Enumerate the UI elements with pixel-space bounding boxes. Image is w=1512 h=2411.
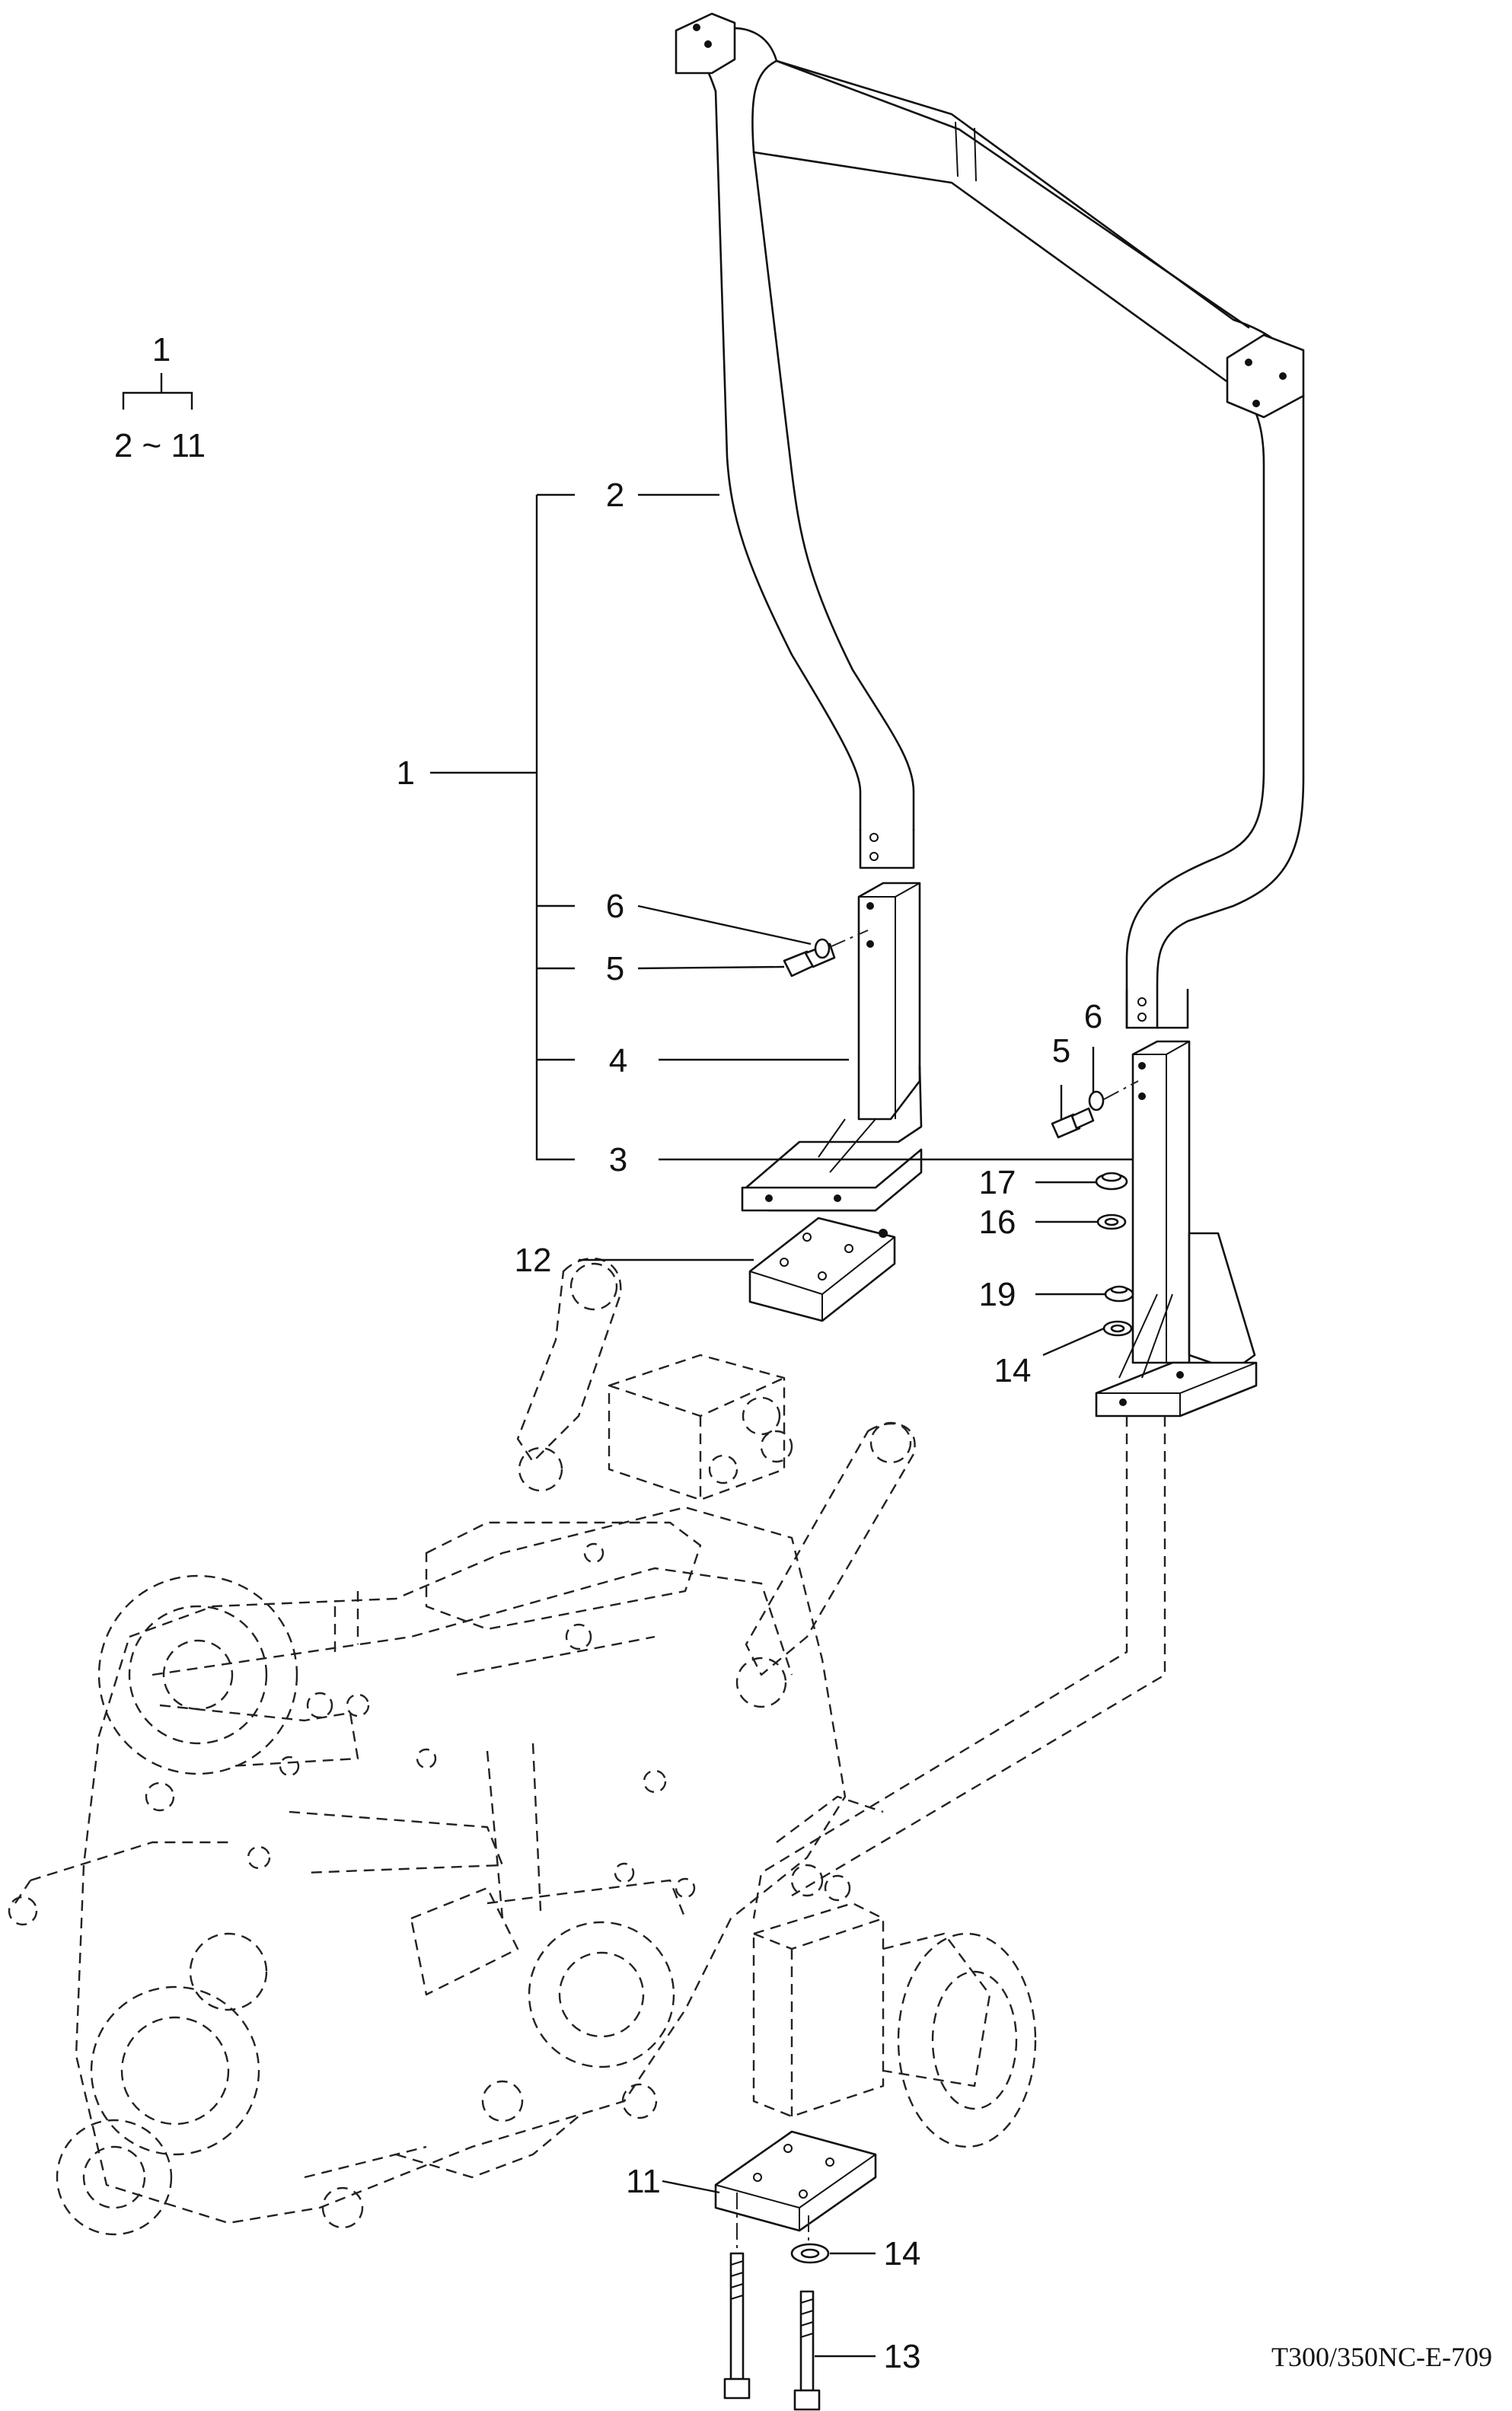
- mounting-bolts-13: [723, 2243, 830, 2411]
- callout-13: 13: [884, 2338, 921, 2375]
- left-stanchion: [741, 882, 923, 1212]
- assembly-note: 1 2 ~ 11: [114, 331, 206, 464]
- callout-14-upper: 14: [994, 1352, 1032, 1389]
- callout-17: 17: [979, 1164, 1016, 1201]
- callout-16: 16: [979, 1204, 1016, 1241]
- callout-5-left: 5: [606, 950, 624, 987]
- drawing-code: T300/350NC-E-709: [1271, 2342, 1492, 2372]
- leader-lines: [430, 493, 1133, 2358]
- right-stanchion: [1095, 1040, 1258, 1418]
- assembly-note-parent: 1: [152, 331, 171, 368]
- callout-6-left: 6: [606, 888, 624, 925]
- hardware-stack: [1095, 1172, 1134, 1337]
- callout-5-right: 5: [1052, 1032, 1070, 1070]
- callout-12: 12: [515, 1242, 552, 1279]
- bolt-washer-right: [1051, 1080, 1139, 1139]
- callout-1: 1: [397, 754, 415, 792]
- callout-3: 3: [609, 1141, 627, 1178]
- bolt-washer-left: [783, 930, 869, 977]
- callout-14-lower: 14: [884, 2235, 921, 2272]
- mounting-plate-12: [748, 1217, 896, 1322]
- assembly-note-children: 2 ~ 11: [114, 427, 206, 464]
- callout-19: 19: [979, 1276, 1016, 1313]
- callout-2: 2: [606, 477, 624, 514]
- mounting-plate-11: [714, 2130, 877, 2253]
- callout-11: 11: [626, 2163, 661, 2200]
- rops-frame-upper: [675, 12, 1305, 1029]
- transmission-assembly-dashed: [8, 1258, 1166, 2236]
- callout-4: 4: [609, 1042, 627, 1080]
- callout-labels: 1 2 6 5 4 3 12 5 6 17 16 19 14 11 14 13: [397, 477, 1103, 2375]
- callout-6-right: 6: [1084, 998, 1102, 1035]
